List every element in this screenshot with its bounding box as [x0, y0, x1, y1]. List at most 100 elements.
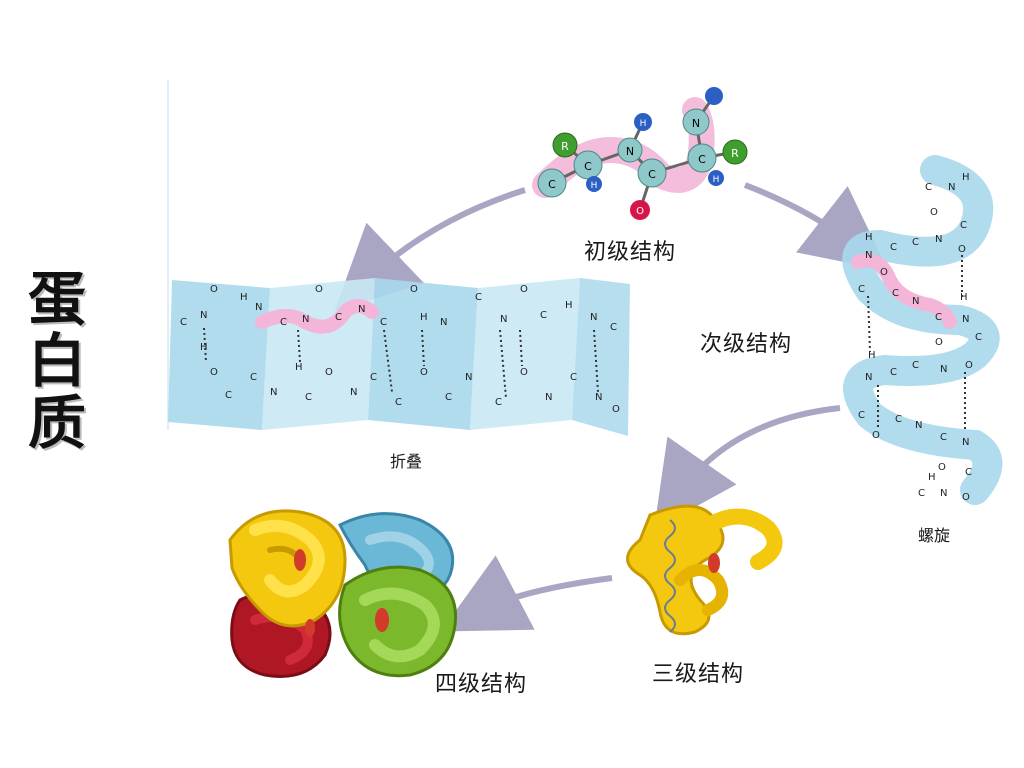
heme-green — [375, 608, 389, 632]
sheet-strand-3 — [368, 278, 478, 430]
atom-c — [637, 158, 667, 188]
svg-text:O: O — [210, 367, 218, 378]
label-pleated-sheet: 折叠 — [390, 452, 423, 471]
atom-label: C — [698, 153, 706, 166]
svg-text:C: C — [925, 182, 932, 193]
svg-text:C: C — [858, 410, 865, 421]
svg-text:N: N — [962, 314, 969, 325]
svg-text:C: C — [918, 488, 925, 499]
svg-text:H: H — [295, 362, 303, 373]
svg-text:H: H — [565, 300, 573, 311]
svg-text:H: H — [420, 312, 428, 323]
svg-text:O: O — [520, 367, 528, 378]
atom-label: N — [692, 117, 700, 130]
atom-h — [708, 170, 724, 186]
svg-text:C: C — [610, 322, 617, 333]
svg-text:C: C — [965, 467, 972, 478]
svg-text:H: H — [960, 292, 968, 303]
svg-text:C: C — [225, 390, 232, 401]
svg-text:N: N — [302, 314, 309, 325]
title-char-3: 质 — [27, 389, 86, 457]
svg-text:C: C — [540, 310, 547, 321]
svg-text:C: C — [250, 372, 257, 383]
arrow-to-tertiary — [654, 405, 841, 530]
svg-text:N: N — [595, 392, 602, 403]
atom-n — [682, 108, 710, 136]
svg-text:H: H — [962, 172, 970, 183]
sheet-strand-1 — [168, 280, 270, 430]
svg-text:O: O — [520, 284, 528, 295]
primary-structure-molecule: R C C H N H C O N C H R — [532, 87, 748, 220]
tertiary-loop-2 — [674, 564, 729, 616]
atom-h — [586, 176, 602, 192]
svg-text:O: O — [315, 284, 323, 295]
svg-text:N: N — [940, 364, 947, 375]
svg-text:C: C — [895, 414, 902, 425]
svg-text:C: C — [912, 237, 919, 248]
svg-text:C: C — [370, 372, 377, 383]
svg-text:H: H — [928, 472, 936, 483]
svg-text:N: N — [940, 488, 947, 499]
arrow-to-quaternary — [440, 555, 613, 632]
svg-text:C: C — [570, 372, 577, 383]
svg-text:N: N — [465, 372, 472, 383]
helix-ribbon — [842, 155, 1003, 505]
svg-text:O: O — [958, 244, 966, 255]
atom-r-left — [552, 132, 578, 158]
svg-text:H: H — [868, 350, 876, 361]
label-tertiary-structure: 三级结构 — [652, 662, 745, 687]
atom-n — [617, 137, 643, 163]
sheet-highlight — [255, 299, 379, 334]
atom-c — [687, 143, 717, 173]
atom-r-right — [722, 139, 748, 165]
svg-text:N: N — [935, 234, 942, 245]
title-char-2: 白 — [27, 327, 86, 395]
svg-text:C: C — [335, 312, 342, 323]
svg-text:C: C — [892, 288, 899, 299]
svg-text:C: C — [890, 242, 897, 253]
atom-label: H — [713, 175, 720, 185]
atom-label: C — [648, 168, 656, 181]
svg-text:C: C — [890, 367, 897, 378]
svg-text:O: O — [872, 430, 880, 441]
svg-text:O: O — [210, 284, 218, 295]
atom-label: H — [640, 119, 647, 129]
svg-text:N: N — [962, 437, 969, 448]
svg-text:C: C — [935, 312, 942, 323]
atom-label: R — [561, 140, 569, 153]
svg-text:N: N — [948, 182, 955, 193]
svg-text:H: H — [200, 342, 208, 353]
atom-label: C — [548, 178, 556, 191]
svg-text:O: O — [930, 207, 938, 218]
svg-text:C: C — [975, 332, 982, 343]
svg-text:N: N — [590, 312, 597, 323]
svg-text:C: C — [280, 317, 287, 328]
svg-text:C: C — [395, 397, 402, 408]
svg-text:N: N — [358, 304, 365, 315]
helix-highlight — [851, 253, 957, 329]
svg-text:O: O — [962, 492, 970, 503]
atom-label: H — [591, 181, 598, 191]
atom-label: C — [584, 160, 592, 173]
svg-text:O: O — [935, 337, 943, 348]
quaternary-structure — [228, 509, 458, 678]
svg-text:H: H — [240, 292, 248, 303]
title-char-1: 蛋 — [27, 265, 86, 333]
svg-text:O: O — [612, 404, 620, 415]
svg-text:N: N — [270, 387, 277, 398]
tertiary-structure — [626, 504, 783, 636]
svg-text:C: C — [380, 317, 387, 328]
page-title: 蛋 白 质 — [22, 268, 92, 454]
atom-label: O — [636, 206, 644, 217]
atom-label: R — [731, 147, 739, 160]
svg-text:C: C — [940, 432, 947, 443]
label-helix: 螺旋 — [918, 526, 951, 545]
svg-text:C: C — [858, 284, 865, 295]
svg-text:N: N — [865, 250, 872, 261]
arrow-to-helix — [743, 182, 889, 271]
tertiary-loop — [697, 508, 783, 570]
svg-text:C: C — [180, 317, 187, 328]
heme-red — [305, 619, 315, 637]
